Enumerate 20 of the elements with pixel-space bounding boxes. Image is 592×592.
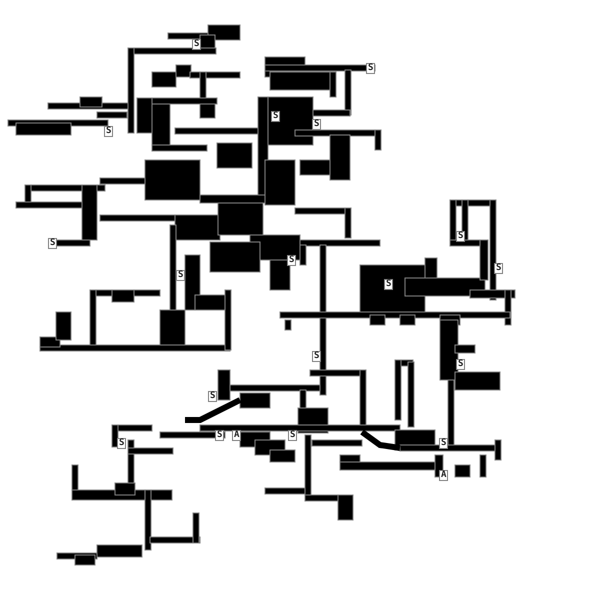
map-marker-label: S <box>456 231 466 242</box>
map-marker-label: S <box>312 119 322 130</box>
map-marker-label: S <box>208 391 218 402</box>
map-marker-label: S <box>48 238 58 249</box>
map-marker-label: S <box>176 270 186 281</box>
map-marker-label: S <box>215 430 224 441</box>
map-marker-label: S <box>494 263 504 274</box>
map-marker-label: S <box>104 126 114 137</box>
map-marker-label: S <box>439 438 448 449</box>
map-marker-label: S <box>312 351 322 362</box>
map-marker-label: A <box>232 430 242 441</box>
map-marker-label: S <box>117 438 126 449</box>
map-marker-label: S <box>287 255 296 266</box>
map-marker-label: A <box>439 470 448 481</box>
map-marker-label: S <box>288 430 298 441</box>
map-marker-label: S <box>366 63 376 74</box>
map-marker-label: S <box>456 359 466 370</box>
map-marker-label: S <box>192 39 202 50</box>
map-marker-label: S <box>384 279 394 290</box>
map-marker-label: S <box>271 111 280 122</box>
